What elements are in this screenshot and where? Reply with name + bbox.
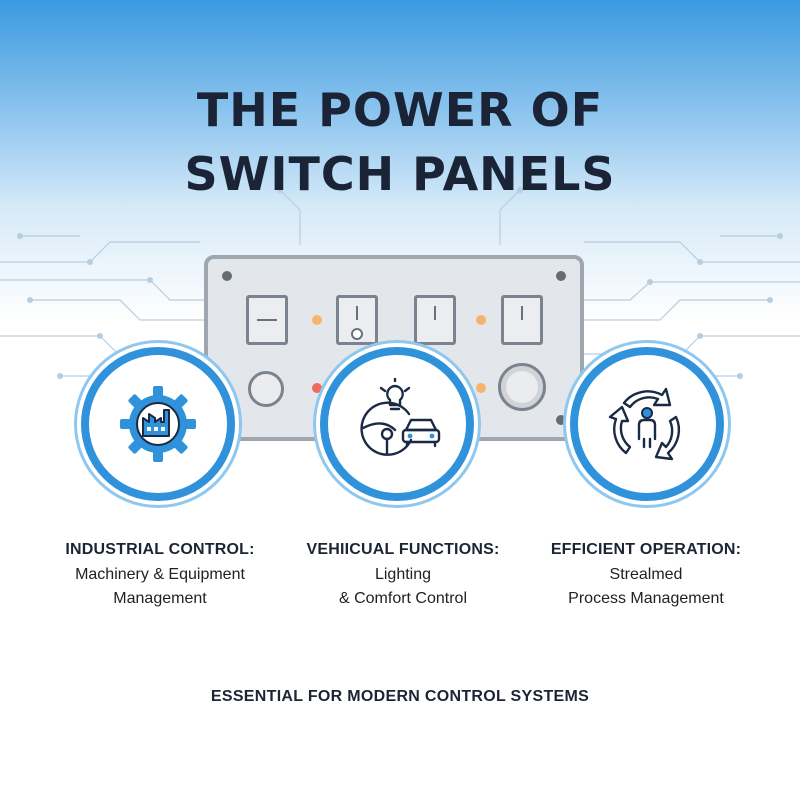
feature-description: Machinery & Equipment Management (40, 563, 280, 611)
efficiency-badge (570, 347, 724, 501)
rocker-switch-3 (414, 295, 456, 345)
footer-tagline: ESSENTIAL FOR MODERN CONTROL SYSTEMS (210, 688, 590, 705)
screw-icon (556, 415, 566, 425)
rotary-knob-large (498, 363, 546, 411)
screw-icon (222, 271, 232, 281)
title-line-2: SWITCH PANELS (184, 147, 616, 201)
gear-factory-icon (120, 386, 196, 462)
page-title: THE POWER OF SWITCH PANELS (0, 78, 800, 206)
feature-line: Strealmed (609, 566, 683, 583)
rocker-switch-1 (246, 295, 288, 345)
feature-heading: INDUSTRIAL CONTROL: (65, 541, 255, 558)
feature-line: Lighting (374, 566, 432, 583)
rocker-switch-4 (501, 295, 543, 345)
feature-line: Management (113, 590, 207, 607)
feature-description: Strealmed Process Management (526, 563, 766, 611)
rocker-switch-2 (336, 295, 378, 345)
cycle-person-icon (608, 387, 681, 461)
feature-line: Machinery & Equipment (75, 566, 245, 583)
rotary-knob (248, 371, 284, 407)
led-indicator (312, 383, 322, 393)
industrial-badge (81, 347, 235, 501)
feature-efficiency: EFFICIENT OPERATION: Strealmed Process M… (526, 541, 766, 611)
led-indicator (312, 315, 322, 325)
led-indicator (476, 315, 486, 325)
title-line-1: THE POWER OF (196, 83, 604, 137)
feature-line: Process Management (568, 590, 724, 607)
steering-car-bulb-icon (360, 378, 441, 456)
feature-industrial: INDUSTRIAL CONTROL: Machinery & Equipmen… (40, 541, 280, 611)
screw-icon (556, 271, 566, 281)
feature-vehicle: VEHIICUAL FUNCTIONS: Lighting & Comfort … (283, 541, 523, 611)
feature-description: Lighting & Comfort Control (283, 563, 523, 611)
feature-heading: EFFICIENT OPERATION: (550, 541, 742, 558)
feature-line: & Comfort Control (338, 590, 468, 607)
feature-heading: VEHIICUAL FUNCTIONS: (306, 541, 500, 558)
vehicle-badge (320, 347, 474, 501)
led-indicator (476, 383, 486, 393)
